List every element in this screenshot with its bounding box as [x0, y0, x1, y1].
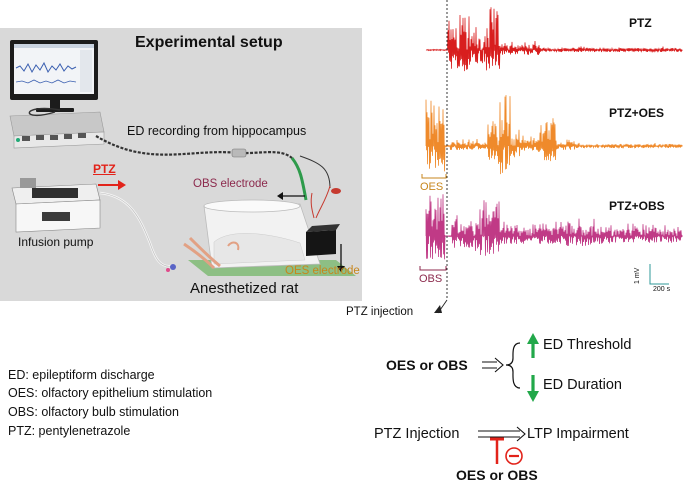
implies-arrow-icon — [482, 357, 504, 373]
setup-illustration — [9, 40, 356, 276]
trace-ptz-obs — [425, 194, 683, 260]
ptz-label: PTZ — [93, 162, 116, 176]
down-arrow-icon — [527, 375, 539, 402]
ptz-injection-summary-label: PTZ Injection — [374, 426, 460, 442]
oes-bracket — [421, 174, 447, 179]
anesthetized-rat-label: Anesthetized rat — [190, 280, 299, 297]
obs-bracket — [419, 266, 447, 271]
inhibition-icon — [490, 437, 523, 465]
legend-obs: OBS: olfactory bulb stimulation — [8, 405, 179, 419]
monitor-icon — [10, 40, 98, 112]
ed-duration-label: ED Duration — [543, 377, 622, 393]
curly-brace-icon — [505, 342, 521, 389]
legend-ed: ED: epileptiform discharge — [8, 368, 155, 382]
infusion-pump-icon — [11, 178, 101, 233]
scale-bar — [649, 264, 669, 285]
trace-ptz — [425, 7, 683, 72]
ed-threshold-label: ED Threshold — [543, 337, 632, 353]
obs-stim-label: OBS — [419, 273, 443, 285]
stim-label: OES or OBS — [386, 357, 468, 373]
trace-label-ptz-oes: PTZ+OES — [609, 106, 665, 120]
trace-label-ptz: PTZ — [629, 16, 652, 30]
scale-x-label: 200 s — [653, 286, 671, 293]
oes-electrode-label: OES electrode — [285, 265, 360, 277]
setup-title: Experimental setup — [135, 34, 283, 51]
legend-ptz: PTZ: pentylenetrazole — [8, 424, 131, 438]
recording-label: ED recording from hippocampus — [127, 124, 307, 138]
bottom-stim-label: OES or OBS — [456, 467, 538, 483]
setup-panel: Experimental setup — [0, 28, 362, 301]
up-arrow-icon — [527, 333, 539, 358]
ptz-injection-label: PTZ injection — [346, 306, 414, 318]
ltp-impairment-label: LTP Impairment — [527, 426, 629, 442]
obs-electrode-label: OBS electrode — [193, 178, 268, 190]
legend-oes: OES: olfactory epithelium stimulation — [8, 386, 213, 400]
amplifier-icon — [9, 111, 105, 149]
oes-stim-label: OES — [420, 181, 444, 193]
trace-ptz-oes — [425, 95, 683, 175]
trace-label-ptz-obs: PTZ+OBS — [609, 199, 665, 213]
anesthetized-rat-icon — [166, 199, 356, 276]
leads-to-arrow-icon — [478, 426, 526, 442]
infusion-pump-label: Infusion pump — [18, 235, 94, 249]
